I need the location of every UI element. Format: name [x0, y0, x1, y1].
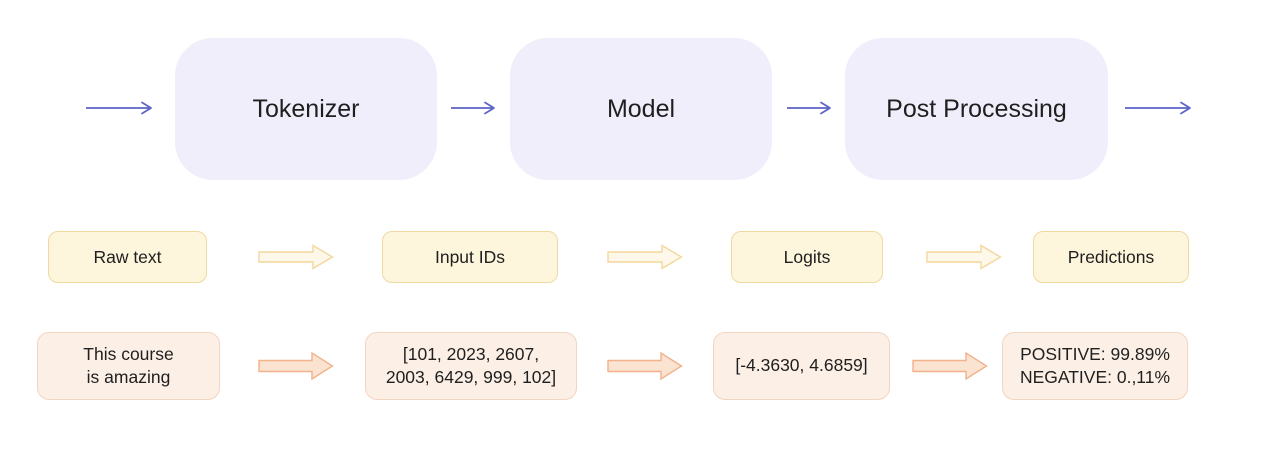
- example-raw-text-line1: This course: [83, 343, 174, 364]
- example-input-ids-line1: [101, 2023, 2607,: [402, 343, 540, 364]
- type-box-input-ids: Input IDs: [382, 231, 558, 283]
- type-label-predictions: Predictions: [1067, 246, 1155, 267]
- example-predictions-line2: NEGATIVE: 0.,11%: [1019, 367, 1171, 387]
- flow-arrow-output-icon: [1125, 101, 1191, 115]
- block-arrow-example-2-icon: [607, 351, 683, 381]
- stage-label-post-processing: Post Processing: [886, 94, 1067, 123]
- block-arrow-example-1-icon: [258, 351, 334, 381]
- flow-arrow-input-icon: [86, 101, 152, 115]
- type-box-predictions: Predictions: [1033, 231, 1189, 283]
- type-label-input-ids: Input IDs: [434, 246, 506, 267]
- block-arrow-inputids-to-logits-icon: [607, 244, 683, 270]
- stage-box-model: Model: [510, 38, 772, 180]
- stage-box-post-processing: Post Processing: [845, 38, 1108, 180]
- example-predictions-line1: POSITIVE: 99.89%: [1020, 343, 1170, 364]
- flow-arrow-model-to-postprocessing-icon: [787, 101, 831, 115]
- block-arrow-rawtext-to-inputids-icon: [258, 244, 334, 270]
- example-box-raw-text: This course is amazing: [37, 332, 220, 400]
- stage-label-model: Model: [606, 94, 676, 123]
- type-label-raw-text: Raw text: [93, 246, 162, 267]
- type-box-raw-text: Raw text: [48, 231, 207, 283]
- block-arrow-logits-to-predictions-icon: [926, 244, 1002, 270]
- example-box-logits: [-4.3630, 4.6859]: [713, 332, 890, 400]
- stage-box-tokenizer: Tokenizer: [175, 38, 437, 180]
- flow-arrow-tokenizer-to-model-icon: [451, 101, 495, 115]
- example-box-predictions: POSITIVE: 99.89% NEGATIVE: 0.,11%: [1002, 332, 1188, 400]
- example-box-input-ids: [101, 2023, 2607, 2003, 6429, 999, 102]: [365, 332, 577, 400]
- type-box-logits: Logits: [731, 231, 883, 283]
- example-logits-line1: [-4.3630, 4.6859]: [735, 355, 868, 376]
- example-raw-text-line2: is amazing: [86, 367, 171, 387]
- example-input-ids-line2: 2003, 6429, 999, 102]: [385, 367, 557, 387]
- block-arrow-example-3-icon: [912, 351, 988, 381]
- type-label-logits: Logits: [783, 246, 831, 267]
- stage-label-tokenizer: Tokenizer: [252, 94, 360, 123]
